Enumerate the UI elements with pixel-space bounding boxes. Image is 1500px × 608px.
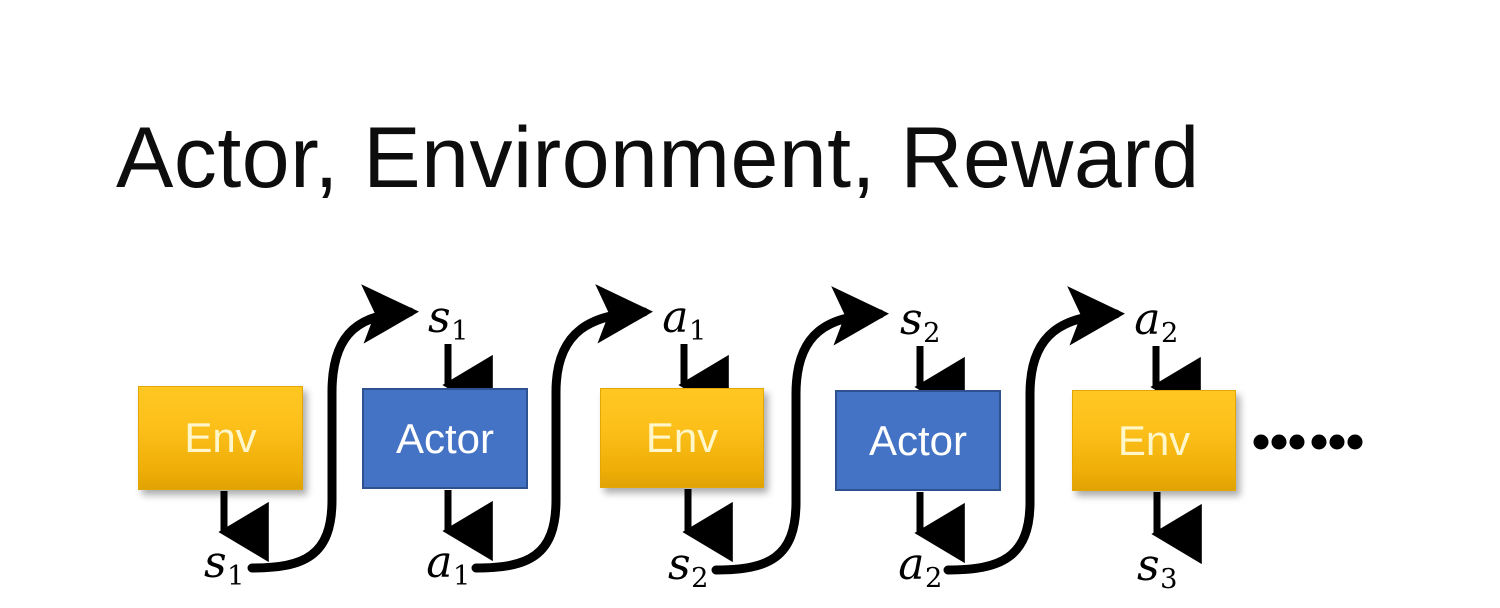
symbol-subscript: 2 [691, 563, 709, 595]
symbol-action-a2-bottom: a2 [898, 543, 942, 593]
symbol-subscript: 2 [924, 563, 943, 595]
symbol-base: a [1134, 294, 1161, 345]
symbol-subscript: 1 [451, 316, 469, 348]
symbol-subscript: 1 [688, 316, 707, 348]
symbol-base: s [900, 294, 923, 345]
box-env-3[interactable]: Env [1072, 390, 1236, 491]
symbol-action-a1-bottom: a1 [426, 541, 470, 591]
ellipsis-dot [1289, 434, 1305, 450]
symbol-subscript: 2 [923, 318, 941, 350]
box-env-1[interactable]: Env [138, 386, 303, 490]
ellipsis-dot [1311, 434, 1327, 450]
symbol-state-s1-top: s1 [428, 296, 468, 346]
box-env-2[interactable]: Env [600, 388, 764, 488]
box-actor-2[interactable]: Actor [835, 390, 1001, 491]
symbol-subscript: 1 [452, 561, 471, 593]
ellipsis-dot [1271, 434, 1287, 450]
symbol-base: a [426, 537, 453, 588]
symbol-action-a1-top: a1 [662, 296, 706, 346]
page-title: Actor, Environment, Reward [116, 110, 1200, 206]
symbol-action-a2-top: a2 [1134, 298, 1178, 348]
symbol-state-s2-bottom: s2 [668, 543, 708, 593]
ellipsis-dot [1253, 434, 1269, 450]
box-env-3-label: Env [1117, 416, 1191, 464]
symbol-base: a [662, 292, 689, 343]
box-actor-1[interactable]: Actor [362, 388, 528, 489]
symbol-state-s2-top: s2 [900, 298, 940, 348]
symbol-base: a [898, 539, 925, 590]
symbol-base: s [428, 292, 451, 343]
symbol-state-s1-bottom: s1 [204, 541, 244, 591]
box-actor-2-label: Actor [868, 416, 968, 464]
ellipsis-dot [1329, 434, 1345, 450]
symbol-base: s [668, 539, 691, 590]
ellipsis-gap [1305, 442, 1312, 443]
symbol-base: s [1137, 540, 1160, 591]
symbol-subscript: 1 [227, 561, 245, 593]
box-env-1-label: Env [184, 414, 257, 461]
ellipsis-dot [1347, 434, 1363, 450]
ellipsis-continuation-icon [1253, 434, 1363, 450]
symbol-subscript: 2 [1160, 318, 1179, 350]
symbol-subscript: 3 [1160, 564, 1178, 596]
symbol-state-s3-bottom: s3 [1137, 544, 1177, 594]
box-actor-1-label: Actor [395, 414, 495, 462]
box-env-2-label: Env [645, 414, 719, 461]
symbol-base: s [204, 537, 227, 588]
